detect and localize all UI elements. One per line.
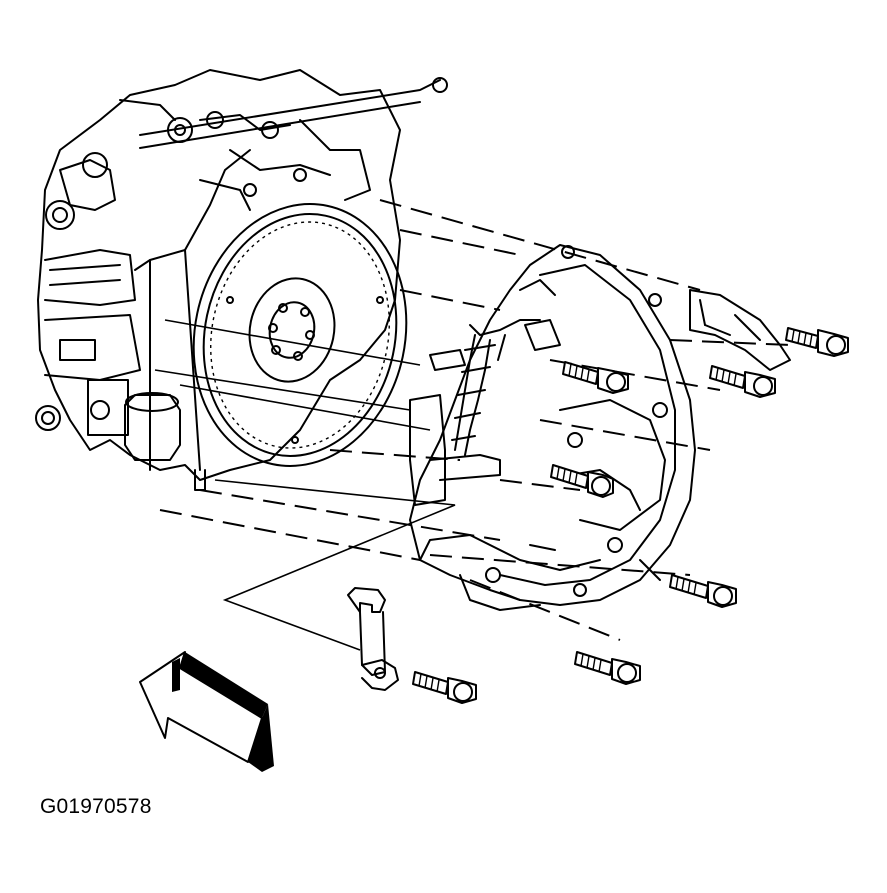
bolt-6: [574, 651, 641, 685]
upper-right-bracket: [689, 289, 791, 371]
front-direction-arrow-icon: [139, 651, 274, 772]
flexplate: [192, 203, 408, 467]
bolt-4: [550, 464, 614, 498]
engine-block: [35, 69, 448, 491]
bolt-3: [562, 361, 629, 394]
bolt-7: [412, 671, 477, 704]
wiring-harness: [409, 279, 561, 506]
bolt-2: [709, 365, 776, 398]
bolt-5: [669, 574, 737, 608]
bolt-1: [785, 327, 849, 357]
transmission-bellhousing: [409, 244, 696, 611]
lower-bracket: [347, 587, 399, 691]
figure-id-label: G01970578: [40, 795, 152, 818]
